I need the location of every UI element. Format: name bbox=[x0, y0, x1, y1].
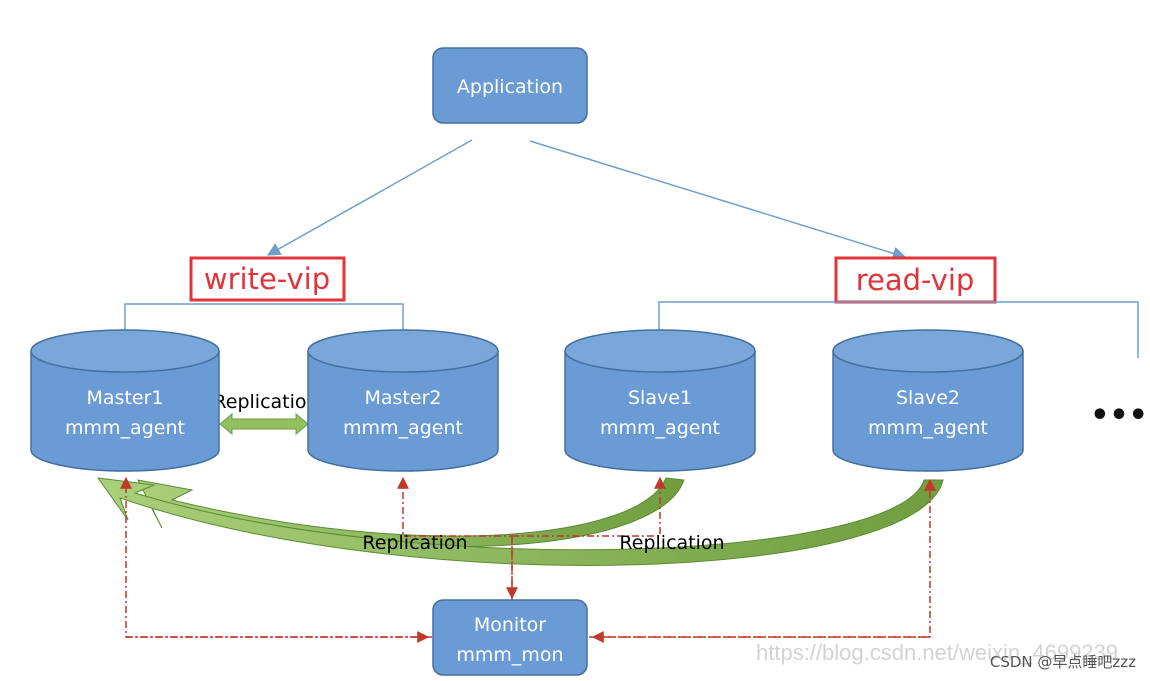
app-to-write-vip-arrow bbox=[266, 139, 473, 256]
slave1-name: Slave1 bbox=[628, 387, 692, 409]
master-replication-label: Replication bbox=[213, 391, 318, 413]
monitor-links bbox=[120, 476, 936, 643]
slave1-db: Slave1 mmm_agent bbox=[564, 329, 756, 472]
slave2-name: Slave2 bbox=[896, 387, 960, 409]
more-slaves-ellipsis: ••• bbox=[1090, 398, 1148, 433]
read-vip-bracket bbox=[658, 301, 1139, 358]
read-vip-box: read-vip bbox=[834, 256, 997, 304]
write-vip-bracket bbox=[124, 303, 404, 330]
master1-name: Master1 bbox=[87, 387, 164, 409]
read-vip-label: read-vip bbox=[856, 263, 975, 297]
slave1-agent: mmm_agent bbox=[600, 417, 720, 439]
monitor-to-slave1-link bbox=[512, 476, 666, 537]
write-vip-label: write-vip bbox=[204, 262, 330, 296]
watermark-credit: CSDN @早点睡吧zzz bbox=[990, 653, 1136, 671]
master2-name: Master2 bbox=[365, 387, 442, 409]
replication-label-left: Replication bbox=[362, 532, 467, 554]
slave2-replication-arrow bbox=[96, 477, 944, 566]
monitor-agent: mmm_mon bbox=[456, 644, 563, 666]
application-label: Application bbox=[457, 76, 563, 98]
slave2-agent: mmm_agent bbox=[868, 417, 988, 439]
replication-label-right: Replication bbox=[619, 532, 724, 554]
watermark-url: https://blog.csdn.net/weixin_4699239 bbox=[756, 640, 1118, 665]
master2-db: Master2 mmm_agent bbox=[307, 329, 499, 472]
app-to-read-vip-arrow bbox=[529, 140, 907, 260]
application-node: Application bbox=[432, 47, 588, 124]
slave2-db: Slave2 mmm_agent bbox=[832, 329, 1024, 472]
write-vip-box: write-vip bbox=[189, 256, 346, 302]
monitor-name: Monitor bbox=[474, 614, 546, 636]
master1-db: Master1 mmm_agent bbox=[30, 329, 220, 472]
master-replication-arrow bbox=[219, 412, 309, 436]
monitor-node: Monitor mmm_mon bbox=[432, 599, 588, 676]
master1-agent: mmm_agent bbox=[65, 417, 185, 439]
master2-agent: mmm_agent bbox=[343, 417, 463, 439]
